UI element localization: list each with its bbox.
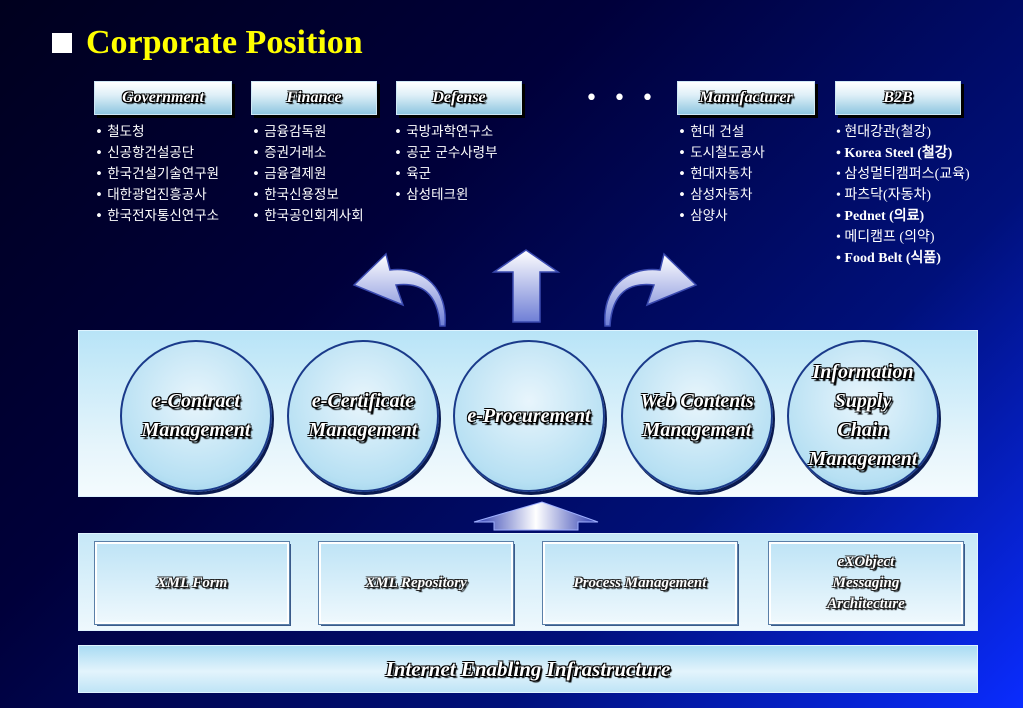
- manufacturer-list: 현대 건설 도시철도공사 현대자동차 삼성자동차 삼양사: [678, 122, 765, 227]
- category-tab-government: Government: [94, 81, 232, 115]
- module-e-procurement: e-Procurement: [453, 340, 605, 492]
- list-item: 금융결제원: [252, 164, 364, 185]
- infrastructure-bar: Internet Enabling Infrastructure: [78, 645, 978, 693]
- component-process-management: Process Management: [542, 541, 738, 625]
- list-item: 국방과학연구소: [394, 122, 498, 143]
- page-title: Corporate Position: [52, 24, 363, 62]
- category-tab-b2b: B2B: [835, 81, 961, 115]
- module-e-contract: e-Contract Management: [120, 340, 272, 492]
- curved-arrow-right-icon: [604, 252, 698, 327]
- component-label: XML Form: [156, 574, 228, 591]
- component-xml-form: XML Form: [94, 541, 290, 625]
- category-tab-defense: Defense: [396, 81, 522, 115]
- component-exobject-messaging: eXObject Messaging Architecture: [768, 541, 964, 625]
- list-item: 삼성테크윈: [394, 185, 498, 206]
- list-item: Korea Steel (철강): [836, 143, 970, 164]
- up-arrow-icon: [491, 249, 561, 323]
- component-xml-repository: XML Repository: [318, 541, 514, 625]
- list-item: 공군 군수사령부: [394, 143, 497, 164]
- list-item: 대한광업진흥공사: [95, 185, 219, 206]
- list-item: Pednet (의료): [836, 206, 970, 227]
- list-item: 파츠닥(자동차): [836, 185, 970, 206]
- module-label: Information Supply Chain Management: [808, 361, 918, 470]
- list-item: 증권거래소: [252, 143, 364, 164]
- component-label: XML Repository: [365, 574, 467, 591]
- defense-list: 국방과학연구소 공군 군수사령부 육군 삼성테크윈: [394, 122, 498, 206]
- list-item: 현대자동차: [678, 164, 765, 185]
- b2b-list: 현대강관(철강) Korea Steel (철강) 삼성멀티캠퍼스(교육) 파츠…: [836, 122, 970, 269]
- module-e-certificate: e-Certificate Management: [287, 340, 439, 492]
- component-label: Process Management: [573, 574, 707, 591]
- category-tab-finance: Finance: [251, 81, 377, 115]
- page-title-text: Corporate Position: [86, 24, 363, 61]
- list-item: 육군: [394, 164, 498, 185]
- ellipsis: • • •: [585, 86, 658, 111]
- module-label: e-Contract Management: [141, 390, 251, 441]
- component-label: eXObject Messaging Architecture: [827, 553, 905, 612]
- list-item: 한국전자통신연구소: [95, 206, 219, 227]
- module-web-contents: Web Contents Management: [621, 340, 773, 492]
- list-item: 철도청: [95, 122, 219, 143]
- list-item: 삼성자동차: [678, 185, 765, 206]
- module-label: e-Certificate Management: [308, 390, 418, 441]
- list-item: 신공항건설공단: [95, 143, 219, 164]
- list-item: 한국공인회계사회: [252, 206, 363, 227]
- module-label: Web Contents Management: [640, 390, 754, 441]
- base-up-arrow-icon: [473, 501, 599, 531]
- list-item: 메디캠프 (의약): [836, 227, 970, 248]
- infrastructure-label: Internet Enabling Infrastructure: [385, 656, 671, 681]
- list-item: 금융감독원: [252, 122, 364, 143]
- list-item: 도시철도공사: [678, 143, 765, 164]
- list-item: 한국건설기술연구원: [95, 164, 219, 185]
- list-item: 현대강관(철강): [836, 122, 970, 143]
- list-item: 삼성멀티캠퍼스(교육): [836, 164, 969, 185]
- module-label: e-Procurement: [467, 404, 591, 427]
- government-list: 철도청 신공항건설공단 한국건설기술연구원 대한광업진흥공사 한국전자통신연구소: [95, 122, 219, 227]
- curved-arrow-left-icon: [352, 252, 446, 327]
- list-item: Food Belt (식품): [836, 248, 970, 269]
- category-tab-manufacturer: Manufacturer: [677, 81, 815, 115]
- list-item: 삼양사: [678, 206, 765, 227]
- module-information-supply-chain: Information Supply Chain Management: [787, 340, 939, 492]
- finance-list: 금융감독원 증권거래소 금융결제원 한국신용정보 한국공인회계사회: [252, 122, 364, 227]
- list-item: 한국신용정보: [252, 185, 364, 206]
- square-bullet-icon: [52, 33, 72, 53]
- list-item: 현대 건설: [678, 122, 765, 143]
